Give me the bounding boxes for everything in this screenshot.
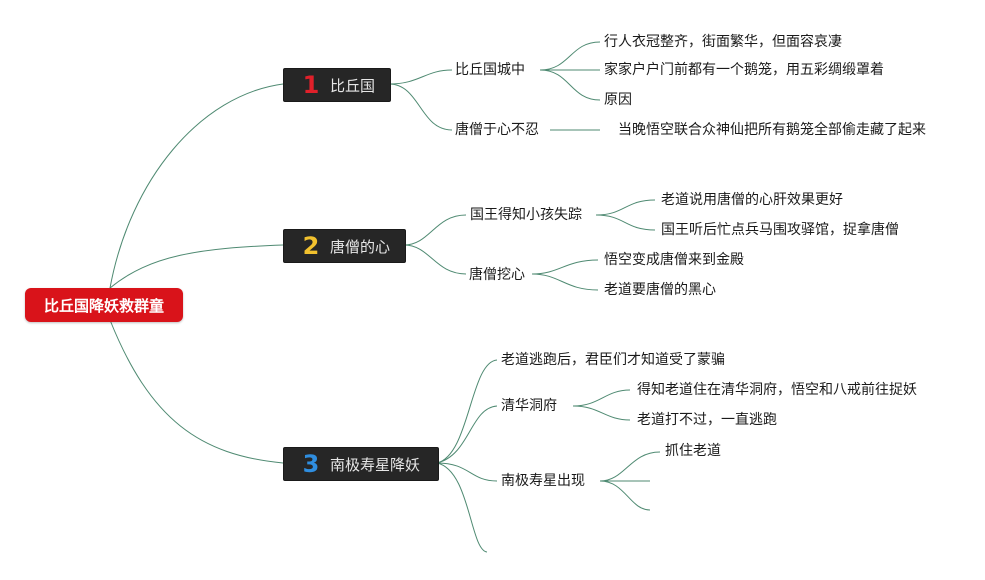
number-3-icon: 3: [302, 450, 320, 478]
branch-3[interactable]: 3 南极寿星降妖: [283, 447, 439, 481]
topic-bqgcz[interactable]: 比丘国城中: [455, 62, 525, 78]
leaf-2-1[interactable]: 老道说用唐僧的心肝效果更好: [661, 192, 843, 208]
root-topic[interactable]: 比丘国降妖救群童: [25, 288, 183, 322]
branch-2[interactable]: 2 唐僧的心: [283, 229, 406, 263]
topic-tswx[interactable]: 唐僧挖心: [469, 267, 525, 283]
branch-3-title: 南极寿星降妖: [330, 455, 421, 474]
number-2-icon: 2: [302, 232, 320, 260]
leaf-1-2[interactable]: 家家户户门前都有一个鹅笼，用五彩绸缎罩着: [604, 62, 884, 78]
topic-gwdzxhsz[interactable]: 国王得知小孩失踪: [470, 207, 582, 223]
leaf-3-2[interactable]: 老道打不过，一直逃跑: [637, 412, 777, 428]
leaf-2-3[interactable]: 悟空变成唐僧来到金殿: [604, 252, 744, 268]
leaf-1-4[interactable]: 当晚悟空联合众神仙把所有鹅笼全部偷走藏了起来: [618, 122, 926, 138]
topic-njsxcx[interactable]: 南极寿星出现: [501, 473, 585, 489]
leaf-3-1[interactable]: 得知老道住在清华洞府，悟空和八戒前往捉妖: [637, 382, 917, 398]
leaf-2-2[interactable]: 国王听后忙点兵马围攻驿馆，捉拿唐僧: [661, 222, 899, 238]
leaf-1-1[interactable]: 行人衣冠整齐，街面繁华，但面容哀凄: [604, 34, 842, 50]
number-1-icon: 1: [302, 71, 320, 99]
branch-1[interactable]: 1 比丘国: [283, 68, 391, 102]
leaf-2-4[interactable]: 老道要唐僧的黑心: [604, 282, 716, 298]
topic-tsyxbr[interactable]: 唐僧于心不忍: [455, 122, 539, 138]
topic-ldtph[interactable]: 老道逃跑后，君臣们才知道受了蒙骗: [501, 352, 725, 368]
topic-qhdf[interactable]: 清华洞府: [501, 398, 557, 414]
leaf-3-3[interactable]: 抓住老道: [665, 443, 721, 459]
branch-1-title: 比丘国: [330, 76, 376, 95]
leaf-1-3[interactable]: 原因: [604, 92, 632, 108]
branch-2-title: 唐僧的心: [330, 237, 391, 256]
